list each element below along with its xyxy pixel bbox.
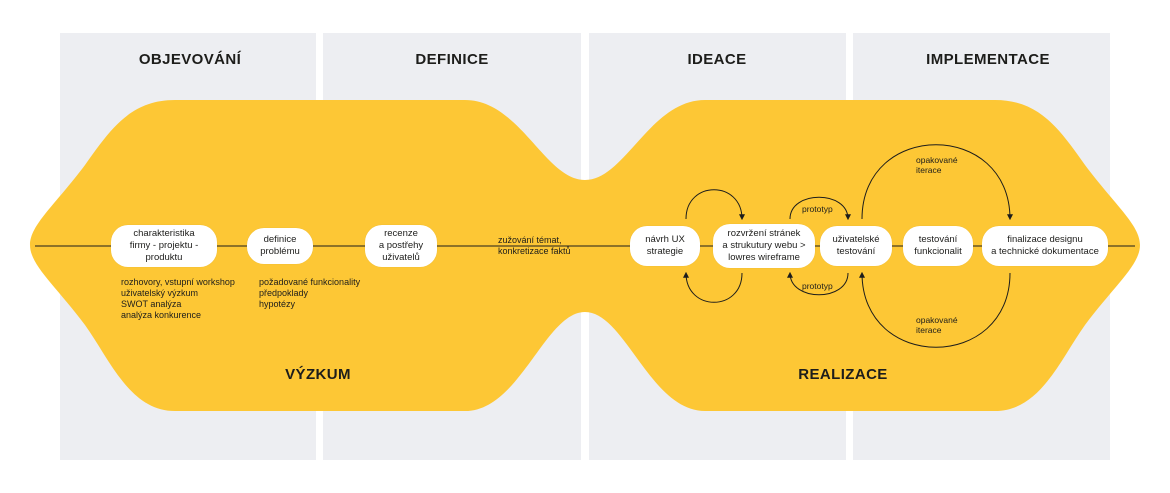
loop-arrow-bottom — [683, 271, 743, 303]
node-uzivatelske-testovani: uživatelské testování — [820, 226, 892, 266]
prototyp-arrow-bottom — [787, 271, 849, 296]
node-navrh-ux: návrh UX strategie — [630, 226, 700, 266]
phase-title-implementace: IMPLEMENTACE — [926, 51, 1050, 68]
note-zuzovani: zužování témat, konkretizace faktů — [498, 235, 571, 256]
label-prototyp-top: prototyp — [802, 204, 833, 214]
node-finalizace: finalizace designu a technické dokumenta… — [982, 226, 1108, 266]
node-testovani-funkcionalit: testování funkcionalit — [903, 226, 973, 266]
node-rozvrzeni: rozvržení stránek a strukutury webu > lo… — [713, 224, 815, 268]
section-label-vyzkum: VÝZKUM — [285, 366, 351, 383]
loop-arrow-top — [685, 189, 745, 221]
label-iterace-top: opakované iterace — [916, 155, 958, 176]
iterace-arrow-bottom — [859, 271, 1011, 348]
phase-title-objevovani: OBJEVOVÁNÍ — [138, 51, 242, 68]
node-charakteristika: charakteristika firmy - projektu - produ… — [111, 225, 217, 267]
label-prototyp-bottom: prototyp — [802, 281, 833, 291]
note-vyzkum-methods: rozhovory, vstupní workshop uživatelský … — [121, 277, 235, 320]
label-iterace-bottom: opakované iterace — [916, 315, 958, 336]
prototyp-arrow-top — [789, 196, 851, 221]
iterace-arrow-top — [861, 144, 1013, 221]
node-recenze: recenze a postřehy uživatelů — [365, 225, 437, 267]
yellow-blob — [30, 100, 1140, 411]
phase-title-ideace: IDEACE — [687, 51, 747, 68]
phase-title-definice: DEFINICE — [415, 51, 489, 68]
note-definice-items: požadované funkcionality předpoklady hyp… — [259, 277, 361, 309]
node-definice: definice problému — [247, 228, 313, 264]
section-label-realizace: REALIZACE — [798, 366, 888, 383]
